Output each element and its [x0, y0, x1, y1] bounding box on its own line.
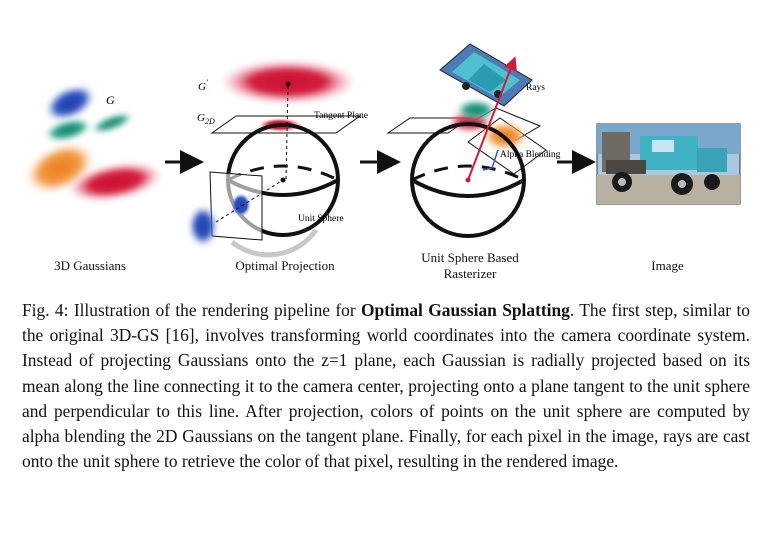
- gaussian-teal-small: [89, 109, 135, 137]
- caption-prefix: Fig. 4: Illustration of the rendering pi…: [22, 300, 361, 320]
- caption-title: Optimal Gaussian Splatting: [361, 300, 570, 320]
- label-tangent-plane: Tangent Plane: [314, 111, 368, 121]
- stage-label-rasterizer: Unit Sphere Based Rasterizer: [400, 250, 540, 282]
- pipeline-diagram: G G' G2D Tangent Plane Unit Sphere: [0, 0, 771, 290]
- label-g2d: G2D: [197, 112, 215, 126]
- label-unit-sphere: Unit Sphere: [298, 214, 344, 224]
- stage-label-optimal-projection: Optimal Projection: [215, 258, 355, 274]
- gaussian-blue-projected: [231, 193, 251, 217]
- label-alpha-blending: Alpha Blending: [500, 150, 561, 160]
- label-g: G: [106, 93, 115, 107]
- gaussian-blue-far: [189, 206, 217, 246]
- stage-label-rasterizer-line2: Rasterizer: [400, 266, 540, 282]
- figure-caption: Fig. 4: Illustration of the rendering pi…: [22, 298, 750, 474]
- stage-label-3d-gaussians: 3D Gaussians: [30, 258, 150, 274]
- stage-label-rasterizer-line1: Unit Sphere Based: [400, 250, 540, 266]
- rendered-image: [597, 124, 740, 204]
- label-g-prime: G': [198, 78, 208, 93]
- stage-label-image: Image: [615, 258, 720, 274]
- optimal-projection-diagram: [189, 60, 360, 255]
- gaussian-cluster: [18, 78, 165, 208]
- rasterizer-diagram: [388, 44, 546, 236]
- caption-body: . The first step, similar to the origina…: [22, 300, 750, 471]
- pipeline-figure: G G' G2D Tangent Plane Unit Sphere: [0, 0, 771, 290]
- label-rays: Rays: [526, 83, 545, 93]
